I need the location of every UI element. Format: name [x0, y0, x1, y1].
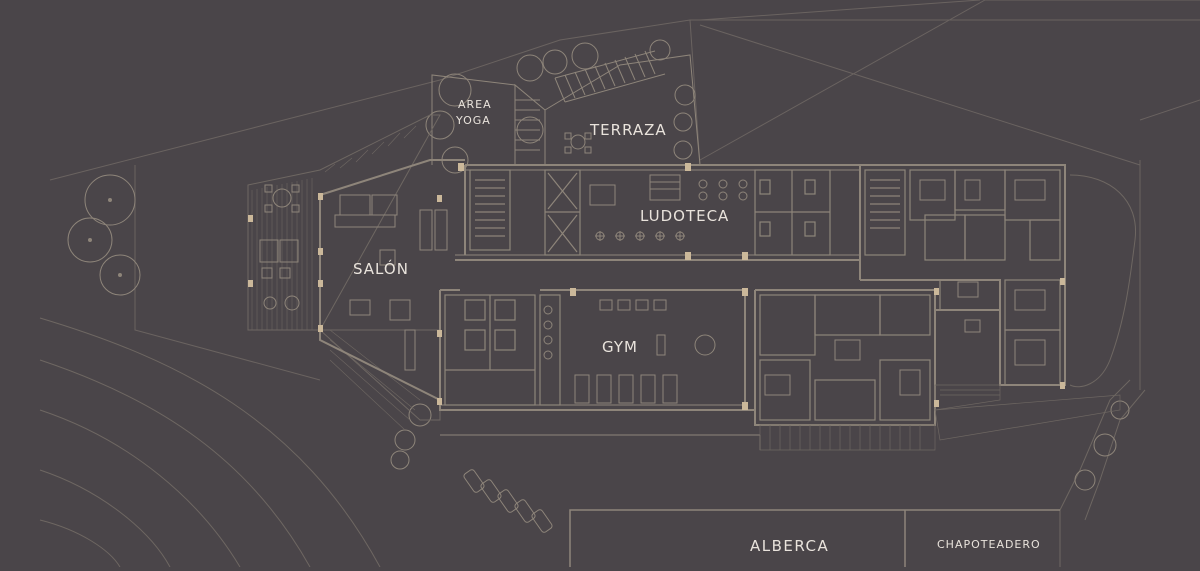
road-curves	[39, 317, 381, 568]
deck-hatch-diag	[324, 125, 421, 431]
structural-columns	[248, 163, 1065, 410]
right-site-line	[1059, 379, 1146, 567]
gym-label: GYM	[602, 338, 638, 356]
alberca-label: ALBERCA	[750, 537, 829, 555]
deck-hatch	[251, 178, 313, 330]
salon-deck	[247, 114, 441, 331]
area-yoga-label-line2: YOGA	[455, 114, 491, 127]
terraza-label: TERRAZA	[589, 121, 667, 139]
salon-furniture	[259, 184, 448, 371]
salon-label: SALÓN	[353, 259, 409, 278]
corridor-lines	[440, 169, 860, 450]
right-garden-blob	[1069, 174, 1137, 388]
chapoteadero-label: CHAPOTEADERO	[937, 538, 1041, 551]
ludoteca-furniture	[589, 174, 748, 241]
area-yoga-label-line1: AREA	[458, 98, 492, 111]
ludoteca-label: LUDOTECA	[640, 207, 729, 225]
pool	[569, 509, 1060, 567]
terraza-area	[431, 50, 701, 166]
site-boundary	[49, 0, 1200, 390]
south-patio	[759, 384, 1121, 451]
trees	[67, 39, 1130, 491]
apartment-furniture	[764, 179, 1046, 396]
parking-cars	[463, 469, 553, 533]
salon-lower-deck	[318, 329, 441, 421]
gym-equipment	[543, 299, 716, 404]
interior-walls	[444, 169, 1061, 421]
